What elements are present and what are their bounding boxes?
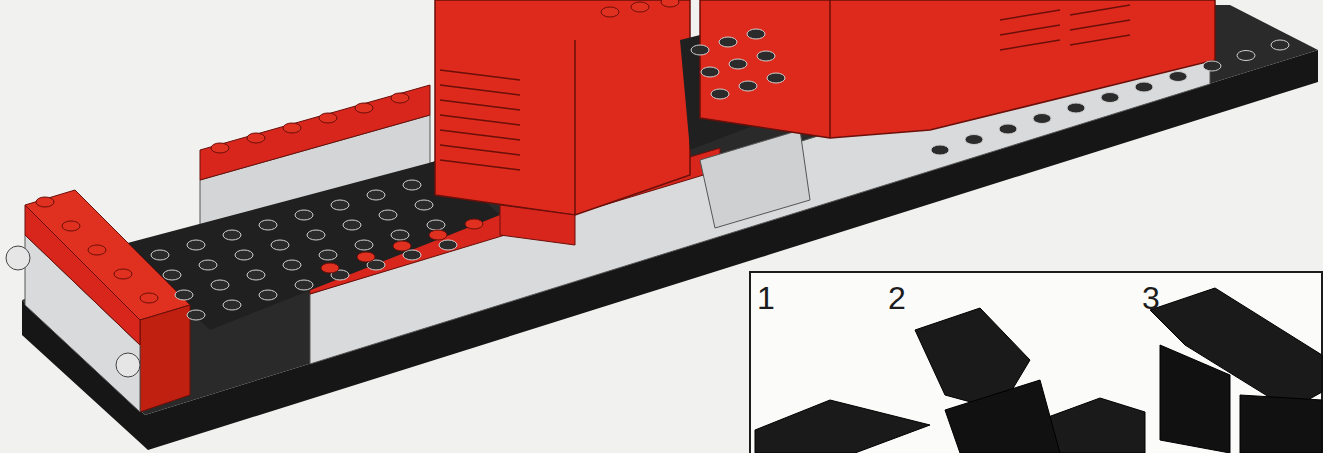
stud <box>999 124 1017 134</box>
stud <box>1169 72 1187 82</box>
stud <box>247 270 265 280</box>
grey-knob <box>116 353 140 377</box>
stud <box>187 240 205 250</box>
stud <box>355 103 373 113</box>
stud <box>1237 51 1255 61</box>
stud <box>719 37 737 47</box>
stud <box>1101 93 1119 103</box>
stud <box>151 250 169 260</box>
stud <box>295 210 313 220</box>
stud <box>415 200 433 210</box>
stud <box>319 113 337 123</box>
vent-grille <box>1000 5 1130 50</box>
stud <box>211 143 229 153</box>
stud <box>223 300 241 310</box>
red-end-face <box>140 305 190 412</box>
grey-coupler <box>700 130 810 228</box>
stud <box>259 220 277 230</box>
stud <box>283 260 301 270</box>
stud <box>757 51 775 61</box>
red-hood <box>700 0 1215 138</box>
stud <box>391 230 409 240</box>
red-cab <box>435 0 690 215</box>
stud <box>223 230 241 240</box>
stud <box>321 263 339 273</box>
stud <box>271 240 289 250</box>
stud <box>1135 82 1153 92</box>
stud <box>307 230 325 240</box>
stud <box>931 145 949 155</box>
plate-1x4 <box>755 400 930 453</box>
stud <box>1067 103 1085 113</box>
stud <box>379 210 397 220</box>
grey-knob <box>6 246 30 270</box>
stud <box>283 123 301 133</box>
slope-brick <box>945 380 1060 453</box>
callout-number: 2 <box>888 282 906 314</box>
stud <box>439 240 457 250</box>
stud <box>319 250 337 260</box>
stud <box>163 270 181 280</box>
stud <box>661 0 679 7</box>
slope-support <box>1160 345 1230 453</box>
stud <box>211 280 229 290</box>
stud <box>62 221 80 231</box>
stud <box>391 93 409 103</box>
red-cab-edge <box>574 40 576 215</box>
stud <box>965 135 983 145</box>
callout-number: 1 <box>757 282 775 314</box>
stud <box>691 45 709 55</box>
stud <box>36 197 54 207</box>
stud <box>114 269 132 279</box>
stud <box>88 245 106 255</box>
stud <box>343 220 361 230</box>
stud <box>367 190 385 200</box>
stud <box>199 260 217 270</box>
stud <box>247 133 265 143</box>
red-end-side <box>25 205 140 345</box>
stud <box>235 250 253 260</box>
vent-grille <box>440 70 520 170</box>
stud <box>357 252 375 262</box>
stud <box>1033 114 1051 124</box>
stud <box>465 219 483 229</box>
stud <box>403 250 421 260</box>
stud <box>1203 61 1221 71</box>
callout-number: 3 <box>1142 282 1160 314</box>
stud <box>427 220 445 230</box>
stud <box>175 290 193 300</box>
stud <box>747 29 765 39</box>
red-step <box>500 205 575 245</box>
slope-support <box>1240 395 1322 453</box>
stud <box>187 310 205 320</box>
stud <box>711 89 729 99</box>
stud <box>429 230 447 240</box>
inset-frame <box>750 272 1322 453</box>
red-wall-back-top <box>200 85 430 180</box>
stud <box>1271 40 1289 50</box>
stud <box>355 240 373 250</box>
stud <box>295 280 313 290</box>
stud <box>631 2 649 12</box>
stud <box>739 81 757 91</box>
stud <box>701 67 719 77</box>
stud <box>403 180 421 190</box>
stud <box>331 200 349 210</box>
stud <box>140 293 158 303</box>
stud <box>767 73 785 83</box>
stud <box>729 59 747 69</box>
stud <box>601 7 619 17</box>
stud <box>259 290 277 300</box>
red-hood-edge <box>829 0 831 138</box>
stud <box>393 241 411 251</box>
